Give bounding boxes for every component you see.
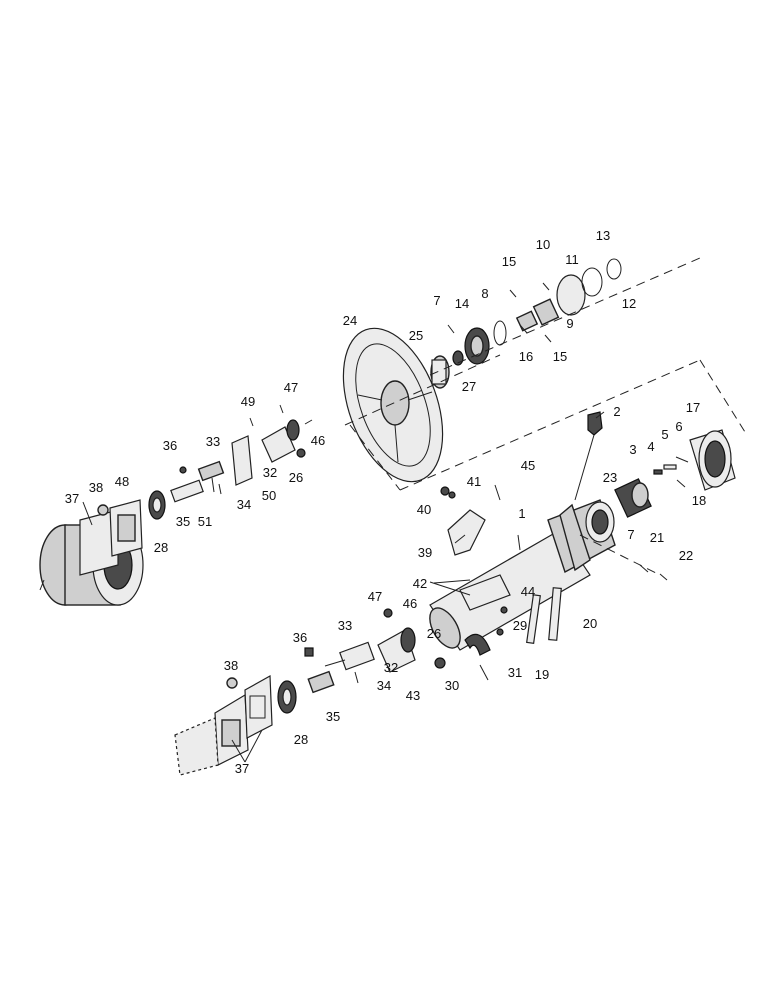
callout-1: 1 [518, 506, 525, 521]
callout-labels: 1 2 3 4 5 6 7 7 8 9 10 11 12 13 14 15 15… [65, 228, 706, 776]
callout-7a: 7 [433, 293, 440, 308]
callout-39: 39 [418, 545, 432, 560]
callout-46b: 46 [403, 596, 417, 611]
callout-35b: 35 [326, 709, 340, 724]
ring-12 [581, 267, 603, 297]
callout-38a: 38 [89, 480, 103, 495]
callout-47a: 47 [284, 380, 298, 395]
callout-28b: 28 [294, 732, 308, 747]
callout-25: 25 [409, 328, 423, 343]
callout-17: 17 [686, 400, 700, 415]
callout-9: 9 [566, 316, 573, 331]
callout-27: 27 [462, 379, 476, 394]
callout-35a: 35 [176, 514, 190, 529]
callout-48: 48 [115, 474, 129, 489]
callout-14: 14 [455, 296, 469, 311]
callout-4: 4 [647, 439, 654, 454]
callout-18: 18 [692, 493, 706, 508]
callout-2: 2 [613, 404, 620, 419]
callout-38b: 38 [224, 658, 238, 673]
callout-49: 49 [241, 394, 255, 409]
callout-36a: 36 [163, 438, 177, 453]
callout-6: 6 [675, 419, 682, 434]
callout-34a: 34 [237, 497, 251, 512]
callout-40: 40 [417, 502, 431, 517]
callout-28a: 28 [154, 540, 168, 555]
callout-30: 30 [445, 678, 459, 693]
bracket [447, 509, 486, 556]
callout-13: 13 [596, 228, 610, 243]
left-joint-group [39, 404, 313, 606]
callout-26b: 26 [427, 626, 441, 641]
callout-42: 42 [413, 576, 427, 591]
horn-contact-cap [556, 274, 586, 316]
callout-51: 51 [198, 514, 212, 529]
callout-11: 11 [565, 252, 579, 267]
callout-19: 19 [535, 667, 549, 682]
callout-36b: 36 [293, 630, 307, 645]
callout-44: 44 [521, 584, 535, 599]
callout-20: 20 [583, 616, 597, 631]
callout-32a: 32 [263, 465, 277, 480]
steering-wheel-group [342, 257, 746, 491]
callout-33b: 33 [338, 618, 352, 633]
callout-37b: 37 [235, 761, 249, 776]
callout-15a: 15 [502, 254, 516, 269]
callout-43: 43 [406, 688, 420, 703]
callout-23: 23 [603, 470, 617, 485]
callout-32b: 32 [384, 660, 398, 675]
callout-41: 41 [467, 474, 481, 489]
callout-29: 29 [513, 618, 527, 633]
callout-7b: 7 [627, 527, 634, 542]
callout-34b: 34 [377, 678, 391, 693]
lower-joint-group [174, 608, 416, 776]
callout-5: 5 [661, 427, 668, 442]
callout-31: 31 [508, 665, 522, 680]
callout-16: 16 [519, 349, 533, 364]
callout-46a: 46 [311, 433, 325, 448]
callout-47b: 47 [368, 589, 382, 604]
callout-22: 22 [679, 548, 693, 563]
callout-45: 45 [521, 458, 535, 473]
steering-column-group [429, 411, 736, 681]
gasket [244, 674, 273, 739]
callout-3: 3 [629, 442, 636, 457]
callout-33a: 33 [206, 434, 220, 449]
callout-21: 21 [650, 530, 664, 545]
callout-24: 24 [343, 313, 357, 328]
leader-lines [82, 411, 605, 763]
callout-37a: 37 [65, 491, 79, 506]
callout-10: 10 [536, 237, 550, 252]
callout-26a: 26 [289, 470, 303, 485]
callout-8: 8 [481, 286, 488, 301]
callout-15b: 15 [553, 349, 567, 364]
ring-13 [606, 258, 622, 280]
callout-50: 50 [262, 488, 276, 503]
callout-12: 12 [622, 296, 636, 311]
ring [493, 320, 507, 346]
